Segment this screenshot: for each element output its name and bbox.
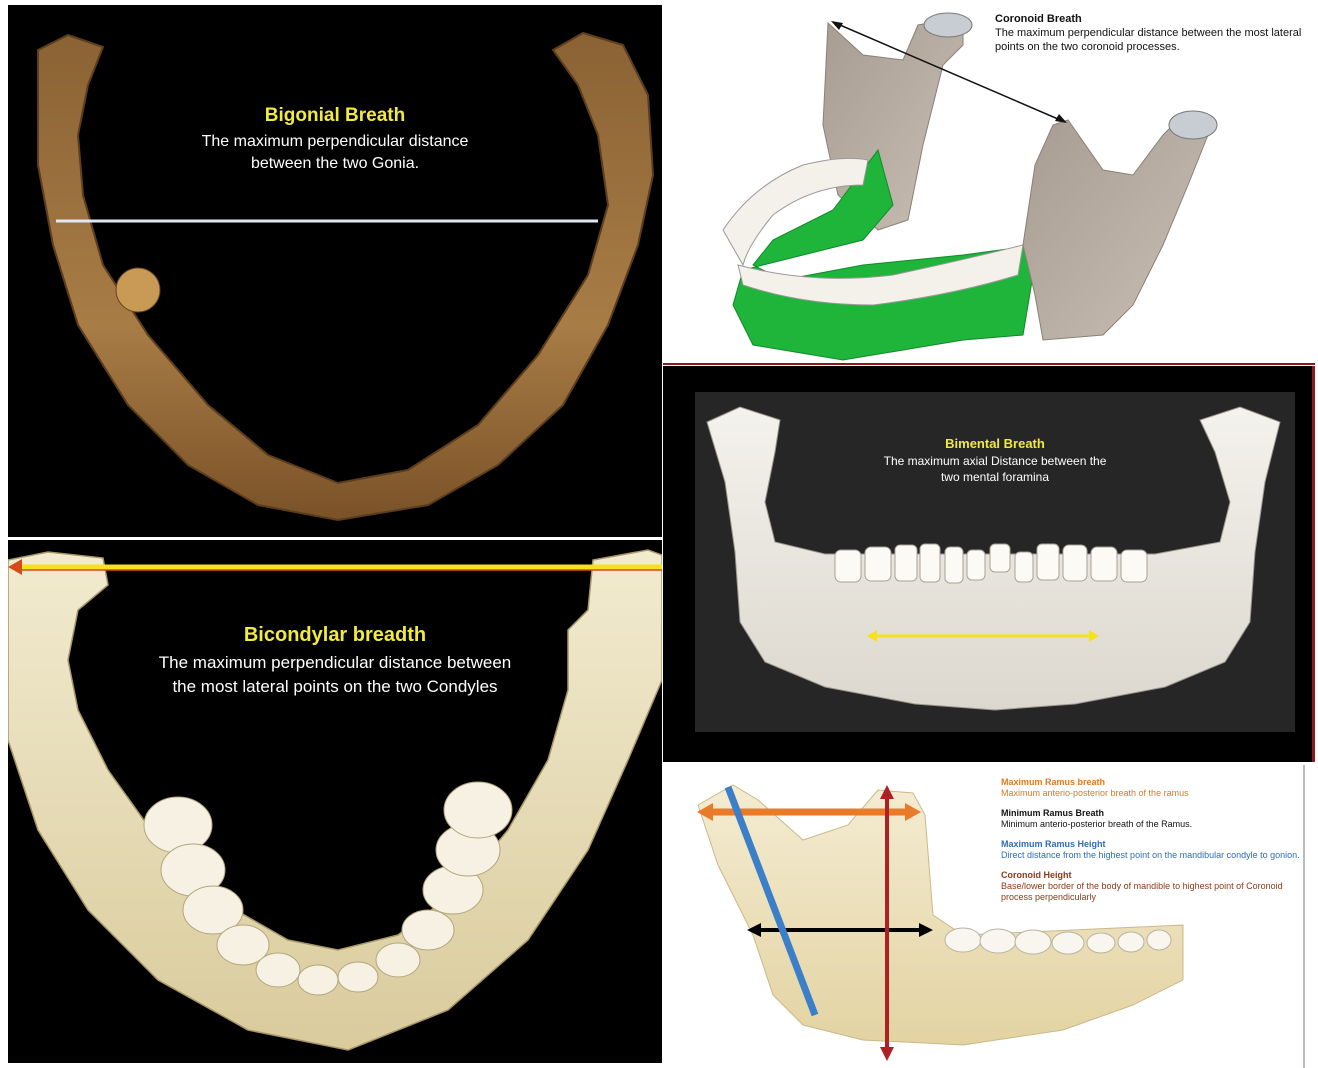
ramus-coronoid-height-desc: Base/lower border of the body of mandibl… xyxy=(1001,881,1283,902)
bicondylar-desc-line2: the most lateral points on the two Condy… xyxy=(8,675,662,699)
coronoid-title: Coronoid Breath xyxy=(995,12,1305,26)
bicondylar-title: Bicondylar breadth xyxy=(8,624,662,647)
bimental-caption: Bimental Breath The maximum axial Distan… xyxy=(695,436,1295,485)
coronoid-panel: Coronoid Breath The maximum perpendicula… xyxy=(663,5,1315,365)
bimental-title: Bimental Breath xyxy=(695,436,1295,451)
ramus-max-breath-title: Maximum Ramus breath xyxy=(1001,777,1301,788)
coronoid-front-ramus xyxy=(1023,115,1208,340)
coronoid-arrowhead-right xyxy=(1055,114,1067,123)
ramus-legend-max-height: Maximum Ramus Height Direct distance fro… xyxy=(1001,839,1301,861)
coronoid-back-condyle xyxy=(924,13,972,37)
bigonial-desc-line2: between the two Gonia. xyxy=(8,153,662,175)
ramus-legend-min-breath: Minimum Ramus Breath Minimum anterio-pos… xyxy=(1001,808,1301,830)
ramus-legend: Maximum Ramus breath Maximum anterio-pos… xyxy=(1001,777,1301,912)
ramus-legend-max-breath: Maximum Ramus breath Maximum anterio-pos… xyxy=(1001,777,1301,799)
bimental-desc-line2: two mental foramina xyxy=(695,469,1295,485)
bicondylar-panel: Bicondylar breadth The maximum perpendic… xyxy=(8,537,662,1063)
bigonial-caption: Bigonial Breath The maximum perpendicula… xyxy=(8,105,662,175)
ramus-legend-coronoid-height: Coronoid Height Base/lower border of the… xyxy=(1001,870,1301,903)
bicondylar-mandible-illustration xyxy=(8,540,662,1063)
ramus-max-height-title: Maximum Ramus Height xyxy=(1001,839,1301,850)
ramus-panel: Maximum Ramus breath Maximum anterio-pos… xyxy=(663,765,1305,1068)
bigonial-panel: Bigonial Breath The maximum perpendicula… xyxy=(8,5,662,537)
ramus-coronoid-height-title: Coronoid Height xyxy=(1001,870,1301,881)
bimental-panel: Bimental Breath The maximum axial Distan… xyxy=(695,392,1295,732)
bicondylar-desc-line1: The maximum perpendicular distance betwe… xyxy=(8,651,662,675)
ramus-min-breath-desc: Minimum anterio-posterior breath of the … xyxy=(1001,819,1192,829)
ramus-max-height-desc: Direct distance from the highest point o… xyxy=(1001,850,1300,860)
bigonial-title: Bigonial Breath xyxy=(8,105,662,127)
ramus-min-breath-title: Minimum Ramus Breath xyxy=(1001,808,1301,819)
bigonial-mandible-illustration xyxy=(8,5,662,537)
ramus-coronoid-height-arrowhead-bottom xyxy=(880,1047,894,1061)
coronoid-mandible-illustration xyxy=(663,5,1315,363)
coronoid-front-condyle xyxy=(1169,111,1217,139)
bimental-desc-line1: The maximum axial Distance between the xyxy=(695,453,1295,469)
bigonial-tooth xyxy=(116,268,160,312)
coronoid-caption: Coronoid Breath The maximum perpendicula… xyxy=(995,12,1305,54)
coronoid-desc: The maximum perpendicular distance betwe… xyxy=(995,27,1301,53)
bigonial-desc-line1: The maximum perpendicular distance xyxy=(8,131,662,153)
ramus-max-breath-desc: Maximum anterio-posterior breath of the … xyxy=(1001,788,1189,798)
bicondylar-caption: Bicondylar breadth The maximum perpendic… xyxy=(8,624,662,699)
